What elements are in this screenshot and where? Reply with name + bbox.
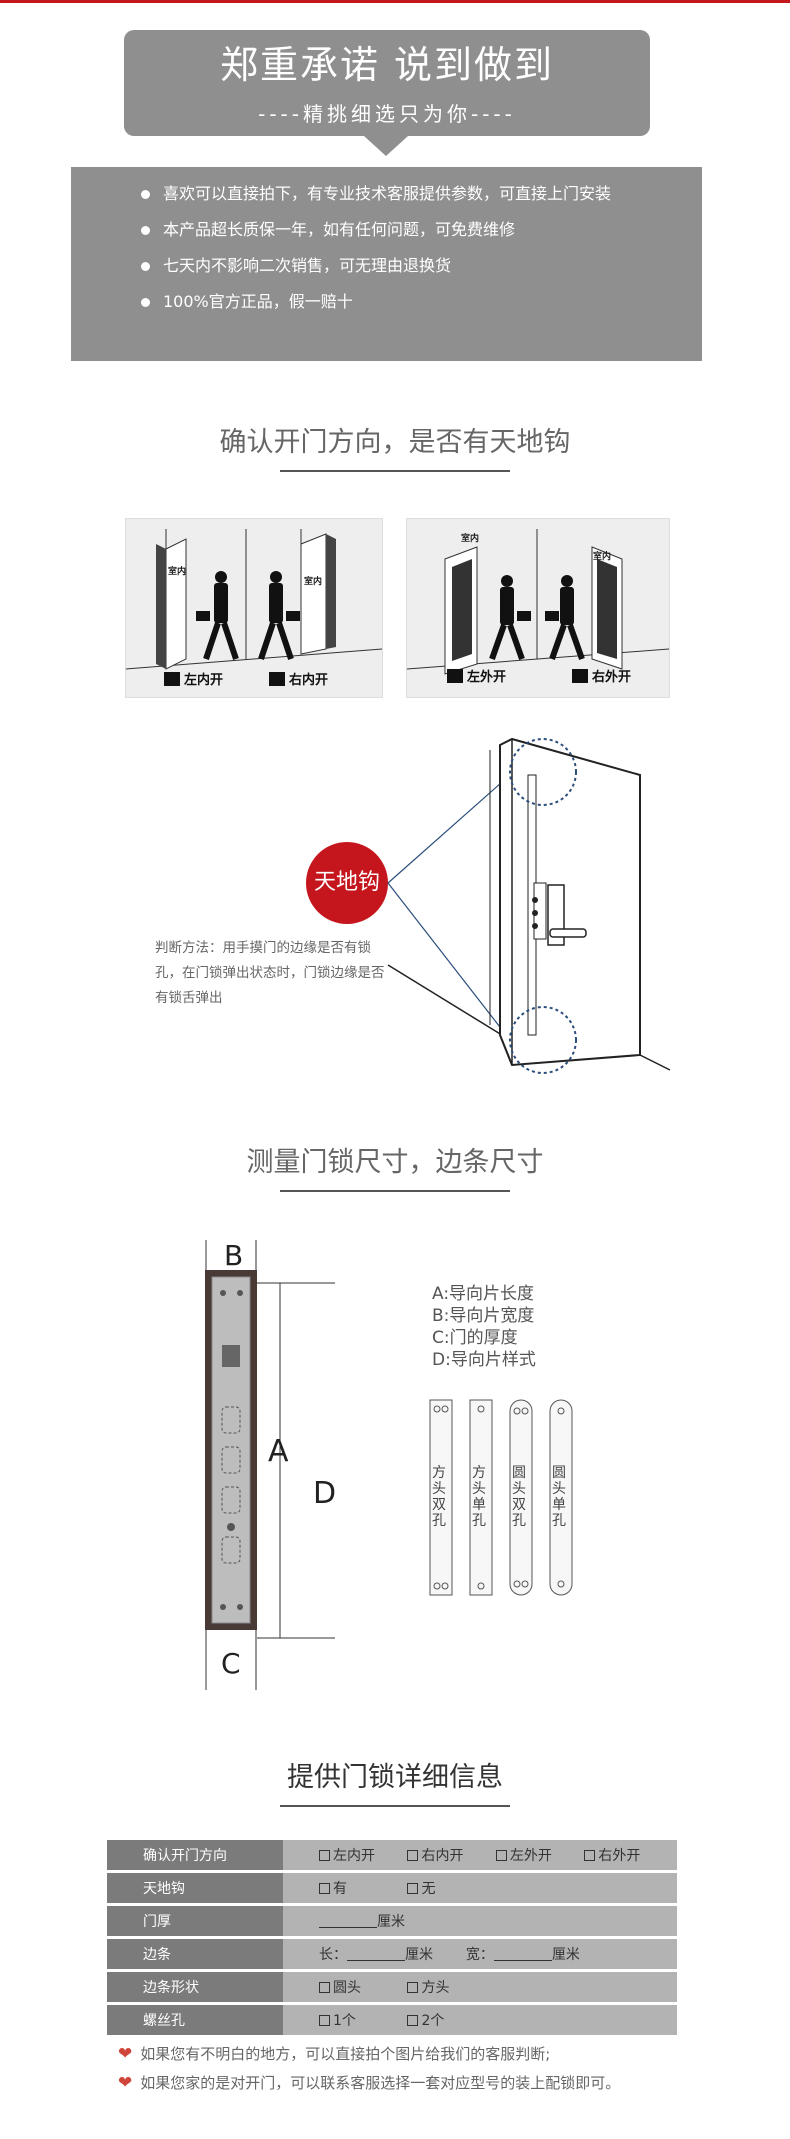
table-row: 确认开门方向 左内开 右内开 左外开 右外开 bbox=[107, 1840, 677, 1870]
checkbox[interactable] bbox=[407, 1982, 419, 1993]
option-yes[interactable]: 有 bbox=[319, 1878, 403, 1898]
checkbox[interactable] bbox=[495, 1850, 507, 1861]
strip-label: 方头单孔 bbox=[472, 1465, 486, 1529]
option-left-out[interactable]: 左外开 bbox=[495, 1845, 580, 1865]
option-right-in[interactable]: 右内开 bbox=[407, 1845, 491, 1865]
legend-item: C:门的厚度 bbox=[432, 1328, 518, 1348]
table-row: 边条形状 圆头 方头 bbox=[107, 1972, 677, 2002]
door-thickness-field[interactable] bbox=[319, 1915, 377, 1928]
checkbox[interactable] bbox=[407, 1850, 419, 1861]
checkbox[interactable] bbox=[407, 1883, 419, 1894]
dim-label-a: A bbox=[268, 1434, 289, 1469]
promise-list-panel: 喜欢可以直接拍下，有专业技术客服提供参数，可直接上门安装 本产品超长质保一年，如… bbox=[71, 167, 702, 361]
section-title-details: 提供门锁详细信息 bbox=[287, 1762, 503, 1793]
top-accent-line bbox=[0, 0, 790, 3]
heart-icon: ❤ bbox=[118, 2044, 133, 2064]
option-square-head[interactable]: 方头 bbox=[407, 1977, 491, 1997]
checkbox[interactable] bbox=[319, 1982, 330, 1993]
door-label-left-in: 左内开 bbox=[184, 672, 223, 688]
inward-doors-illustration: 室内 室内 左内开 右内开 bbox=[125, 518, 383, 698]
table-row: 边条 长：厘米 宽：厘米 bbox=[107, 1939, 677, 1969]
lock-dimension-diagram: B A D C bbox=[205, 1239, 336, 1690]
dim-label-c: C bbox=[221, 1647, 241, 1680]
option-one-hole[interactable]: 1个 bbox=[319, 2010, 403, 2030]
banner-pointer bbox=[364, 136, 408, 156]
checkbox[interactable] bbox=[319, 1883, 330, 1894]
legend-item: D:导向片样式 bbox=[432, 1350, 536, 1370]
section-divider bbox=[280, 1805, 510, 1807]
option-left-in[interactable]: 左内开 bbox=[319, 1845, 403, 1865]
footnote: ❤如果您家的是对开门，可以联系客服选择一套对应型号的装上配锁即可。 bbox=[118, 2073, 621, 2093]
room-label: 室内 bbox=[461, 532, 479, 544]
option-right-out[interactable]: 右外开 bbox=[584, 1845, 668, 1865]
dimension-legend: A:导向片长度 B:导向片宽度 C:门的厚度 D:导向片样式 bbox=[432, 1283, 536, 1371]
door-label-right-out: 右外开 bbox=[591, 669, 631, 685]
checkbox[interactable] bbox=[584, 1850, 596, 1861]
strip-styles-diagram bbox=[429, 1399, 573, 1596]
strip-label: 方头双孔 bbox=[432, 1465, 446, 1529]
row-label: 门厚 bbox=[107, 1906, 283, 1936]
door-hook-diagram bbox=[387, 737, 671, 1074]
section-divider bbox=[280, 470, 510, 472]
option-round-head[interactable]: 圆头 bbox=[319, 1977, 403, 1997]
option-two-holes[interactable]: 2个 bbox=[407, 2010, 491, 2030]
room-label: 室内 bbox=[168, 565, 186, 577]
row-label: 天地钩 bbox=[107, 1873, 283, 1903]
table-row: 螺丝孔 1个 2个 bbox=[107, 2005, 677, 2035]
footnote: ❤如果您有不明白的地方，可以直接拍个图片给我们的客服判断; bbox=[118, 2044, 551, 2064]
room-label: 室内 bbox=[593, 550, 611, 562]
outward-doors-illustration: 室内 室内 左外开 右外开 bbox=[406, 518, 670, 698]
promise-item: 喜欢可以直接拍下，有专业技术客服提供参数，可直接上门安装 bbox=[141, 183, 633, 205]
door-label-left-out: 左外开 bbox=[467, 669, 506, 685]
dim-label-b: B bbox=[224, 1239, 243, 1272]
table-row: 门厚 厘米 bbox=[107, 1906, 677, 1936]
strip-label: 圆头双孔 bbox=[512, 1465, 526, 1529]
legend-item: B:导向片宽度 bbox=[432, 1306, 535, 1326]
hook-judgement-note: 判断方法：用手摸门的边缘是否有锁孔，在门锁弹出状态时，门锁边缘是否有锁舌弹出 bbox=[155, 940, 385, 1006]
row-label: 螺丝孔 bbox=[107, 2005, 283, 2035]
checkbox[interactable] bbox=[319, 2015, 330, 2026]
promise-item: 100%官方正品，假一赔十 bbox=[141, 291, 633, 313]
room-label: 室内 bbox=[304, 575, 322, 587]
row-label: 边条 bbox=[107, 1939, 283, 1969]
banner-subtitle: ----精挑细选只为你---- bbox=[258, 102, 516, 126]
option-no[interactable]: 无 bbox=[407, 1878, 491, 1898]
row-label: 边条形状 bbox=[107, 1972, 283, 2002]
strip-width-field[interactable] bbox=[493, 1948, 552, 1961]
strip-length-field[interactable] bbox=[347, 1948, 405, 1961]
promise-item: 七天内不影响二次销售，可无理由退换货 bbox=[141, 255, 633, 277]
banner-title: 郑重承诺 说到做到 bbox=[219, 43, 555, 87]
section-title-measure: 测量门锁尺寸，边条尺寸 bbox=[246, 1147, 544, 1178]
checkbox[interactable] bbox=[407, 2015, 419, 2026]
promise-banner: 郑重承诺 说到做到 ----精挑细选只为你---- bbox=[124, 30, 650, 156]
checkbox[interactable] bbox=[319, 1850, 330, 1861]
section-divider bbox=[280, 1190, 510, 1192]
hook-badge: 天地钩 bbox=[306, 842, 388, 924]
heart-icon: ❤ bbox=[118, 2073, 133, 2093]
section-title-door-direction: 确认开门方向，是否有天地钩 bbox=[219, 427, 571, 458]
dim-label-d: D bbox=[313, 1476, 336, 1511]
legend-item: A:导向片长度 bbox=[432, 1284, 535, 1304]
strip-label: 圆头单孔 bbox=[552, 1465, 566, 1529]
promise-item: 本产品超长质保一年，如有任何问题，可免费维修 bbox=[141, 219, 633, 241]
door-label-right-in: 右内开 bbox=[288, 672, 328, 688]
table-row: 天地钩 有 无 bbox=[107, 1873, 677, 1903]
lock-info-form: 确认开门方向 左内开 右内开 左外开 右外开 天地钩 有 无 门厚 厘米 边条 … bbox=[107, 1837, 677, 2038]
row-label: 确认开门方向 bbox=[107, 1840, 283, 1870]
